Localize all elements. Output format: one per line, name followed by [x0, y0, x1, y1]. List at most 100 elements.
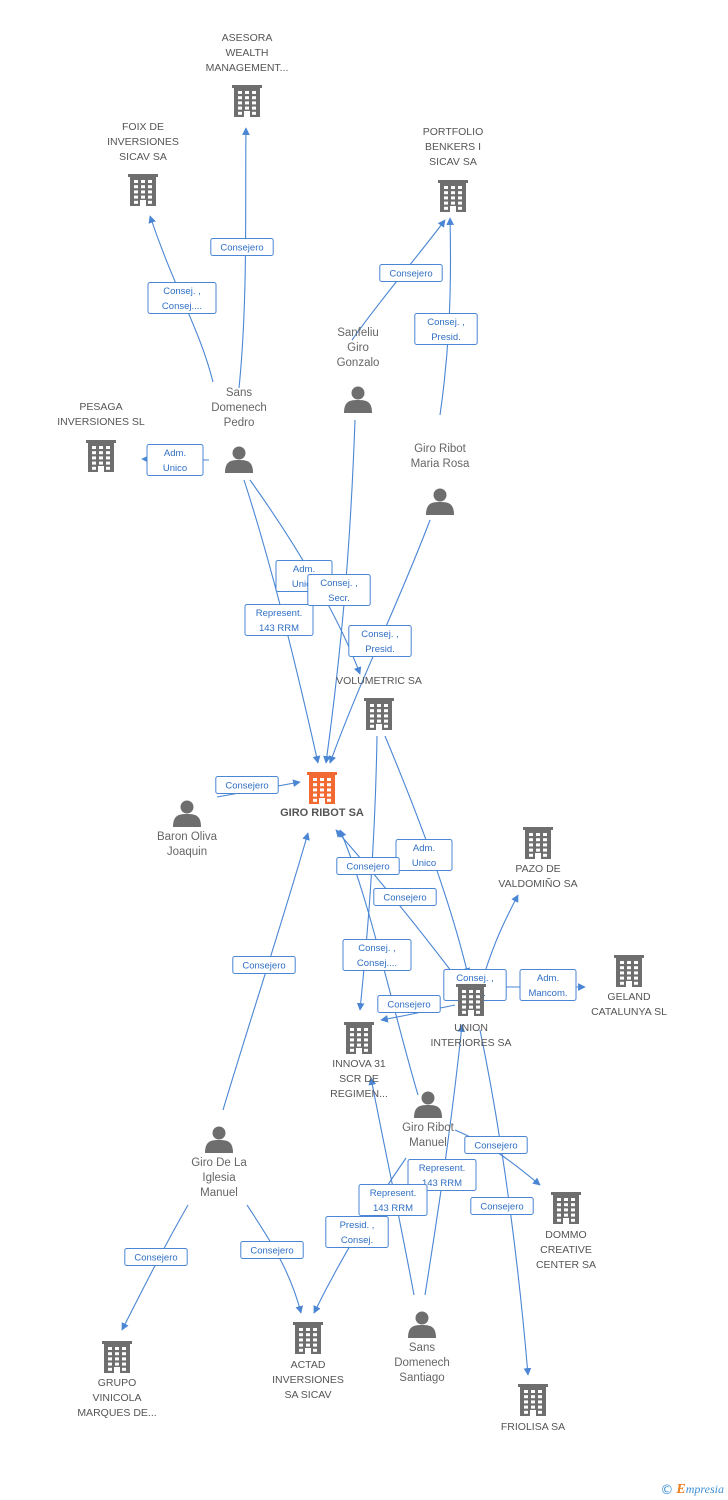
role-badge-text: Consej.	[341, 1235, 373, 1246]
person-icon[interactable]	[426, 488, 454, 516]
node-label-portfolio: SICAV SA	[429, 156, 477, 168]
company-icon[interactable]	[551, 1192, 581, 1224]
person-icon[interactable]	[173, 800, 201, 828]
node-label-foix: SICAV SA	[119, 151, 167, 163]
node-label-innova: INNOVA 31	[332, 1058, 386, 1070]
company-icon[interactable]	[438, 180, 468, 212]
company-icon[interactable]	[344, 1022, 374, 1054]
role-badge[interactable]: Consejero	[373, 888, 437, 906]
node-label-iglesia: Iglesia	[202, 1172, 236, 1184]
node-label-innova: REGIMEN...	[330, 1088, 388, 1100]
role-badge-text: Consejero	[387, 1000, 430, 1011]
company-icon[interactable]	[456, 984, 486, 1016]
company-icon[interactable]	[518, 1384, 548, 1416]
role-badge[interactable]: Consejero	[232, 956, 296, 974]
role-badge[interactable]: Consejero	[210, 238, 274, 256]
edge-iglesia-to-giro_ribot_sa	[222, 832, 310, 1111]
role-badge[interactable]: Presid. ,Consej.	[325, 1216, 389, 1248]
person-icon[interactable]	[344, 386, 372, 414]
node-label-dommo: CREATIVE	[540, 1244, 592, 1256]
role-badge[interactable]: Adm.Mancom.	[519, 969, 577, 1001]
role-badge-text: Adm.	[413, 843, 435, 854]
role-badge[interactable]: Consejero	[240, 1241, 304, 1259]
node-label-foix: INVERSIONES	[107, 136, 179, 148]
role-badge[interactable]: Consejero	[377, 995, 441, 1013]
node-label-baron: Joaquin	[167, 846, 207, 858]
role-badge[interactable]: Consejero	[336, 857, 400, 875]
role-badge[interactable]: Adm.Unico	[395, 839, 453, 871]
role-badge-text: Consejero	[220, 243, 263, 254]
person-icon[interactable]	[205, 1126, 233, 1154]
role-badge-text: Represent.	[256, 608, 302, 619]
role-badge-text: Consej....	[162, 301, 202, 312]
role-badge-box	[379, 264, 443, 282]
role-badge[interactable]: Consej. ,Consej....	[342, 939, 412, 971]
role-badge[interactable]: Consejero	[379, 264, 443, 282]
node-label-dommo: CENTER SA	[536, 1259, 596, 1271]
role-badge-text: Adm.	[164, 448, 186, 459]
company-icon[interactable]	[232, 85, 262, 117]
role-badge-text: Adm.	[293, 564, 315, 575]
role-badge[interactable]: Consej. ,Presid.	[348, 625, 412, 657]
role-badge-text: Unico	[163, 463, 187, 474]
role-badge[interactable]: Represent.143 RRM	[244, 604, 314, 636]
company-icon[interactable]	[128, 174, 158, 206]
role-badge-text: Consejero	[242, 961, 285, 972]
role-badge-box	[215, 776, 279, 794]
role-badge-text: Adm.	[537, 973, 559, 984]
focus-company-icon[interactable]	[307, 772, 337, 804]
role-badge[interactable]: Consejero	[215, 776, 279, 794]
person-icon[interactable]	[225, 446, 253, 474]
node-label-foix: FOIX DE	[122, 121, 164, 133]
role-badge-text: Secr.	[328, 593, 350, 604]
role-badge-box	[470, 1197, 534, 1215]
role-badge-text: Represent.	[419, 1163, 465, 1174]
node-label-sans_pedro: Domenech	[211, 402, 267, 414]
role-badge[interactable]: Consejero	[124, 1248, 188, 1266]
role-badge-text: Consejero	[389, 269, 432, 280]
role-badge-box	[307, 574, 371, 606]
role-badge[interactable]: Represent.143 RRM	[407, 1159, 477, 1191]
node-label-geland: CATALUNYA SL	[591, 1006, 667, 1018]
company-icon[interactable]	[364, 698, 394, 730]
company-icon[interactable]	[86, 440, 116, 472]
role-badge[interactable]: Consej. , Consej....	[147, 282, 217, 314]
company-icon[interactable]	[614, 955, 644, 987]
node-label-pazo: VALDOMIÑO SA	[498, 877, 577, 890]
person-icon[interactable]	[408, 1311, 436, 1339]
role-badge-text: Consej. ,	[456, 973, 494, 984]
node-label-asesora: WEALTH	[226, 47, 269, 59]
node-label-union: INTERIORES SA	[430, 1037, 511, 1049]
node-label-pesaga: PESAGA	[79, 401, 122, 413]
role-badge-text: Consej. ,	[163, 286, 201, 297]
node-label-innova: SCR DE	[339, 1073, 379, 1085]
node-label-friolisa: FRIOLISA SA	[501, 1421, 565, 1433]
brand-logo[interactable]: Empresia	[676, 1482, 724, 1498]
node-label-maria_rosa: Maria Rosa	[411, 458, 470, 470]
node-label-dommo: DOMMO	[545, 1229, 586, 1241]
role-badge[interactable]: Represent.143 RRM	[358, 1184, 428, 1216]
node-label-sans_pedro: Sans	[226, 387, 252, 399]
role-badge[interactable]: Adm. Unico	[146, 444, 204, 476]
role-badge[interactable]: Consej. ,Secr.	[307, 574, 371, 606]
edges-layer	[121, 127, 586, 1376]
role-badge[interactable]: Consej. , Presid.	[414, 313, 478, 345]
role-badge[interactable]: Consejero	[470, 1197, 534, 1215]
brand-initial: E	[676, 1482, 686, 1497]
person-icon[interactable]	[414, 1091, 442, 1119]
role-badge[interactable]: Consejero	[464, 1136, 528, 1154]
company-icon[interactable]	[523, 827, 553, 859]
role-badge-box	[373, 888, 437, 906]
role-badge-text: Consej. ,	[427, 317, 465, 328]
company-icon[interactable]	[293, 1322, 323, 1354]
company-icon[interactable]	[102, 1341, 132, 1373]
role-badge-text: Consejero	[480, 1202, 523, 1213]
role-badge-text: Consej. ,	[361, 629, 399, 640]
footer-brand: © Empresia	[660, 1482, 724, 1498]
role-badge-text: Consejero	[250, 1246, 293, 1257]
node-label-iglesia: Manuel	[200, 1187, 238, 1199]
role-badge-text: Presid.	[431, 332, 461, 343]
role-badge-box	[407, 1159, 477, 1191]
